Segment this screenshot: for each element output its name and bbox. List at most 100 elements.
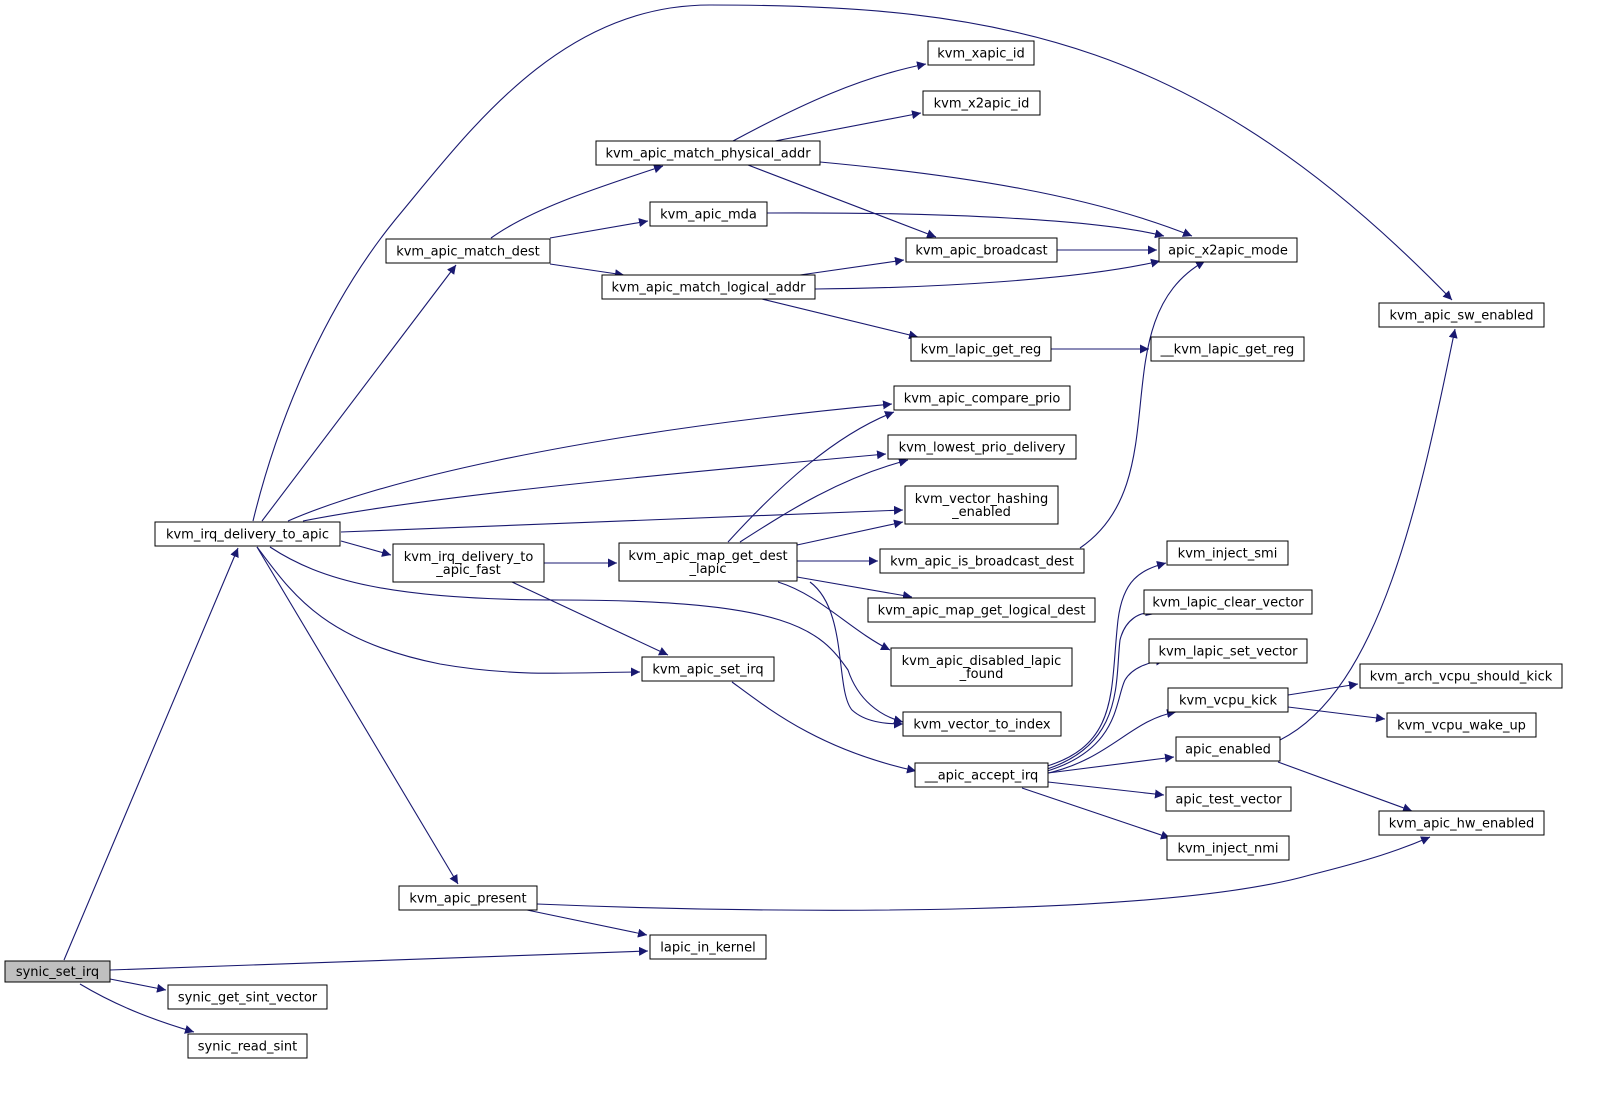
node-label: __apic_accept_irq: [924, 769, 1039, 784]
edge-kvm-apic-present-to-lapic-in-kernel: [526, 909, 648, 938]
node-label: kvm_vcpu_wake_up: [1397, 719, 1526, 734]
node-label: _lapic: [688, 562, 726, 577]
edge-kvm-vcpu-kick-to-kvm-arch-vcpu-should-kick: [1287, 680, 1359, 696]
node-kvm-apic-match-physical-addr[interactable]: kvm_apic_match_physical_addr: [595, 140, 821, 166]
node-label: kvm_vcpu_kick: [1179, 694, 1278, 709]
node-label: apic_x2apic_mode: [1168, 244, 1288, 259]
node-synic-read-sint[interactable]: synic_read_sint: [187, 1033, 308, 1059]
node-label: kvm_apic_broadcast: [915, 244, 1047, 259]
edge-kvm-irq-delivery-to-apic-to-kvm-apic-present: [256, 546, 459, 885]
node-label: kvm_apic_compare_prio: [904, 392, 1061, 407]
edge-kvm-apic-map-get-dest-lapic-to-kvm-vector-hashing-enabled: [796, 519, 904, 546]
edge-kvm-apic-map-get-dest-lapic-to-kvm-apic-map-get-logical-dest: [796, 576, 913, 600]
edge-kvm-apic-match-physical-addr-to-kvm-x2apic-id: [774, 110, 922, 142]
edge-synic-set-irq-to-kvm-irq-delivery-to-apic: [63, 547, 239, 961]
node-label: apic_test_vector: [1175, 793, 1282, 808]
node-synic-set-irq[interactable]: synic_set_irq: [4, 960, 111, 983]
node-label: kvm_inject_smi: [1178, 547, 1278, 562]
node-label: _enabled: [951, 505, 1011, 520]
node-kvm-vcpu-kick[interactable]: kvm_vcpu_kick: [1167, 687, 1289, 713]
edge-kvm-apic-match-logical-addr-to-apic-x2apic-mode: [814, 258, 1161, 290]
edge-kvm-vcpu-kick-to-kvm-vcpu-wake-up: [1287, 706, 1386, 723]
edge-kvm-apic-map-get-dest-lapic-to-kvm-apic-disabled-lapic-found: [777, 581, 891, 651]
edge-kvm-apic-mda-to-apic-x2apic-mode: [766, 212, 1165, 239]
node-label: kvm_lapic_get_reg: [921, 343, 1042, 358]
edge---apic-accept-irq-to-kvm-lapic-clear-vector: [1043, 607, 1156, 771]
node-kvm-lapic-get-reg[interactable]: kvm_lapic_get_reg: [910, 336, 1052, 362]
node-kvm-arch-vcpu-should-kick[interactable]: kvm_arch_vcpu_should_kick: [1359, 663, 1563, 689]
node-kvm-apic-hw-enabled[interactable]: kvm_apic_hw_enabled: [1378, 810, 1545, 836]
node---kvm-lapic-get-reg[interactable]: __kvm_lapic_get_reg: [1150, 336, 1305, 362]
node-kvm-apic-disabled-lapic-found[interactable]: kvm_apic_disabled_lapic_found: [890, 647, 1073, 687]
nodes-layer: synic_set_irqkvm_irq_delivery_to_apickvm…: [4, 40, 1563, 1059]
node-kvm-apic-match-dest[interactable]: kvm_apic_match_dest: [385, 238, 551, 264]
node-kvm-x2apic-id[interactable]: kvm_x2apic_id: [922, 90, 1041, 116]
edge-kvm-apic-match-dest-to-kvm-apic-match-logical-addr: [549, 263, 625, 279]
node-label: synic_read_sint: [198, 1040, 297, 1055]
node-kvm-irq-delivery-to-apic[interactable]: kvm_irq_delivery_to_apic: [154, 521, 341, 547]
edge-kvm-apic-match-physical-addr-to-kvm-xapic-id: [732, 61, 927, 142]
node-label: kvm_apic_match_physical_addr: [605, 147, 811, 162]
node-label: kvm_irq_delivery_to: [404, 550, 534, 565]
edge---apic-accept-irq-to-apic-enabled: [1047, 753, 1175, 774]
node-label: kvm_vector_to_index: [913, 718, 1051, 733]
node---apic-accept-irq[interactable]: __apic_accept_irq: [914, 762, 1049, 788]
node-label: kvm_vector_hashing: [915, 492, 1048, 507]
node-label: kvm_apic_present: [409, 892, 526, 907]
node-kvm-apic-present[interactable]: kvm_apic_present: [398, 885, 538, 911]
edge-kvm-irq-delivery-to-apic-to-kvm-apic-match-dest: [261, 264, 457, 522]
node-label: kvm_apic_match_logical_addr: [612, 281, 807, 296]
node-kvm-apic-sw-enabled[interactable]: kvm_apic_sw_enabled: [1378, 302, 1545, 328]
node-label: kvm_x2apic_id: [934, 97, 1030, 112]
edge-kvm-apic-is-broadcast-dest-to-apic-x2apic-mode: [1079, 260, 1206, 549]
node-kvm-vector-hashing-enabled[interactable]: kvm_vector_hashing_enabled: [904, 485, 1059, 525]
edge---apic-accept-irq-to-kvm-inject-smi: [1043, 560, 1167, 768]
node-label: apic_enabled: [1185, 743, 1271, 758]
node-kvm-apic-broadcast[interactable]: kvm_apic_broadcast: [905, 237, 1058, 263]
node-label: kvm_apic_set_irq: [652, 663, 763, 678]
node-kvm-xapic-id[interactable]: kvm_xapic_id: [927, 40, 1035, 66]
node-kvm-inject-smi[interactable]: kvm_inject_smi: [1166, 540, 1289, 566]
edge-kvm-apic-match-physical-addr-to-apic-x2apic-mode: [819, 161, 1193, 237]
edge-kvm-irq-delivery-to-apic-fast-to-kvm-apic-set-irq: [511, 581, 669, 656]
node-kvm-apic-compare-prio[interactable]: kvm_apic_compare_prio: [893, 385, 1071, 411]
node-label: kvm_arch_vcpu_should_kick: [1370, 670, 1553, 685]
edges-layer: [63, 4, 1458, 1034]
node-kvm-irq-delivery-to-apic-fast[interactable]: kvm_irq_delivery_to_apic_fast: [392, 543, 545, 583]
node-apic-test-vector[interactable]: apic_test_vector: [1165, 786, 1292, 812]
node-label: kvm_apic_is_broadcast_dest: [890, 555, 1074, 570]
node-lapic-in-kernel[interactable]: lapic_in_kernel: [649, 934, 767, 960]
node-label: kvm_apic_disabled_lapic: [902, 654, 1062, 669]
node-kvm-lowest-prio-delivery[interactable]: kvm_lowest_prio_delivery: [887, 434, 1077, 460]
node-kvm-vcpu-wake-up[interactable]: kvm_vcpu_wake_up: [1386, 712, 1537, 738]
node-label: kvm_lowest_prio_delivery: [899, 441, 1066, 456]
node-kvm-apic-map-get-logical-dest[interactable]: kvm_apic_map_get_logical_dest: [867, 597, 1096, 623]
edge-kvm-apic-map-get-dest-lapic-to-kvm-apic-compare-prio: [727, 411, 895, 543]
node-kvm-apic-match-logical-addr[interactable]: kvm_apic_match_logical_addr: [601, 274, 816, 300]
node-kvm-lapic-clear-vector[interactable]: kvm_lapic_clear_vector: [1143, 589, 1313, 615]
node-label: synic_get_sint_vector: [178, 991, 318, 1006]
node-label: __kvm_lapic_get_reg: [1160, 343, 1295, 358]
edge-kvm-irq-delivery-to-apic-to-kvm-lowest-prio-delivery: [302, 450, 887, 522]
edge---apic-accept-irq-to-kvm-vcpu-kick: [1043, 709, 1177, 775]
node-apic-enabled[interactable]: apic_enabled: [1175, 736, 1281, 762]
edge---apic-accept-irq-to-kvm-lapic-set-vector: [1043, 656, 1166, 773]
edge-synic-set-irq-to-lapic-in-kernel: [109, 946, 649, 971]
node-label: kvm_inject_nmi: [1177, 842, 1278, 857]
node-kvm-apic-set-irq[interactable]: kvm_apic_set_irq: [641, 656, 775, 682]
node-kvm-vector-to-index[interactable]: kvm_vector_to_index: [902, 711, 1062, 737]
node-label: kvm_irq_delivery_to_apic: [166, 528, 329, 543]
node-label: kvm_apic_match_dest: [396, 245, 540, 260]
edge-kvm-irq-delivery-to-apic-to-kvm-vector-to-index: [269, 546, 904, 725]
node-kvm-apic-mda[interactable]: kvm_apic_mda: [649, 201, 768, 227]
node-synic-get-sint-vector[interactable]: synic_get_sint_vector: [167, 984, 328, 1010]
node-kvm-lapic-set-vector[interactable]: kvm_lapic_set_vector: [1148, 638, 1308, 664]
node-kvm-apic-is-broadcast-dest[interactable]: kvm_apic_is_broadcast_dest: [879, 548, 1085, 574]
edge-kvm-apic-match-physical-addr-to-kvm-apic-broadcast: [747, 164, 937, 238]
node-label: kvm_apic_hw_enabled: [1389, 817, 1535, 832]
edge-kvm-apic-map-get-dest-lapic-to-kvm-lowest-prio-delivery: [739, 457, 909, 543]
node-kvm-inject-nmi[interactable]: kvm_inject_nmi: [1166, 835, 1290, 861]
node-kvm-apic-map-get-dest-lapic[interactable]: kvm_apic_map_get_dest_lapic: [618, 542, 798, 582]
node-apic-x2apic-mode[interactable]: apic_x2apic_mode: [1158, 237, 1298, 263]
